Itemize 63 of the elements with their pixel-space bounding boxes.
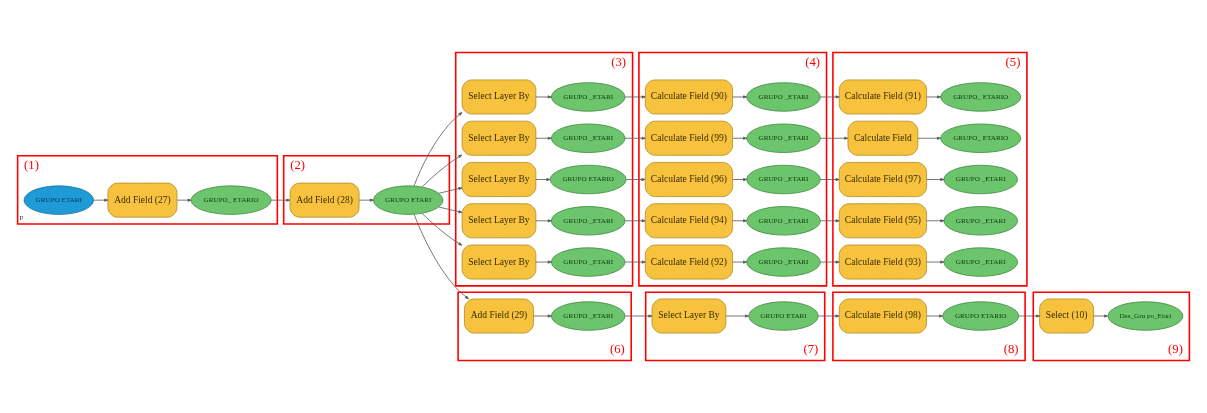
node-box: Calculate Field (95) (838, 203, 927, 239)
arrow (818, 314, 840, 318)
arrow (535, 260, 552, 264)
arrow (732, 219, 748, 223)
node-box: Calculate Field (98) (838, 298, 927, 334)
arrow (438, 206, 463, 214)
node-box: Select Layer By (461, 244, 537, 280)
arrow (358, 198, 374, 202)
arrow (421, 213, 463, 246)
node-box: Calculate Field (99) (644, 120, 733, 156)
node-box: Add Field (28) (289, 182, 360, 218)
arrow (820, 136, 849, 140)
arrow (917, 136, 941, 140)
arrow (421, 154, 463, 188)
node-box: Calculate Field (847, 120, 919, 156)
node-box: Add Field (27) (107, 182, 178, 218)
arrow (926, 219, 945, 223)
node-box: Calculate Field (97) (838, 162, 927, 197)
arrow (732, 260, 748, 264)
arrow (1093, 314, 1108, 318)
arrow (926, 260, 945, 264)
node-box: Select Layer By (461, 120, 537, 156)
arrow (626, 178, 646, 182)
arrow (820, 219, 840, 223)
node-box: Select Layer By (461, 203, 537, 239)
arrow (624, 136, 646, 140)
arrow (732, 95, 748, 99)
arrow (93, 198, 109, 202)
arrow (926, 178, 945, 182)
arrow (438, 187, 463, 194)
node-box: Select Layer By (651, 298, 727, 334)
arrow (624, 95, 646, 99)
node-box: Calculate Field (94) (644, 203, 733, 239)
node-box: Calculate Field (93) (838, 244, 927, 280)
arrow (176, 198, 192, 202)
arrow (725, 314, 749, 318)
node-box: Calculate Field (92) (644, 244, 733, 280)
node-box: Calculate Field (91) (838, 79, 927, 115)
arrow (535, 178, 551, 182)
node-box: Select (10) (1039, 298, 1094, 334)
arrow (820, 178, 840, 182)
arrow (624, 260, 646, 264)
arrow (535, 95, 552, 99)
arrow (1018, 314, 1040, 318)
arrow (535, 136, 552, 140)
arrow (732, 136, 748, 140)
arrow (820, 95, 840, 99)
arrow (926, 95, 941, 99)
arrow (270, 198, 291, 202)
arrow (535, 219, 552, 223)
node-box: Select Layer By (461, 79, 537, 115)
arrow (820, 260, 840, 264)
node-box: Add Field (29) (464, 298, 534, 334)
arrow (926, 314, 944, 318)
arrow (732, 178, 748, 182)
arrow (533, 314, 552, 318)
arrow (624, 314, 653, 318)
arrow (413, 214, 469, 300)
arrow (413, 112, 463, 187)
node-box: Calculate Field (90) (644, 79, 733, 115)
node-box: Select Layer By (461, 162, 537, 197)
arrow (624, 219, 646, 223)
node-box: Calculate Field (96) (644, 162, 733, 197)
